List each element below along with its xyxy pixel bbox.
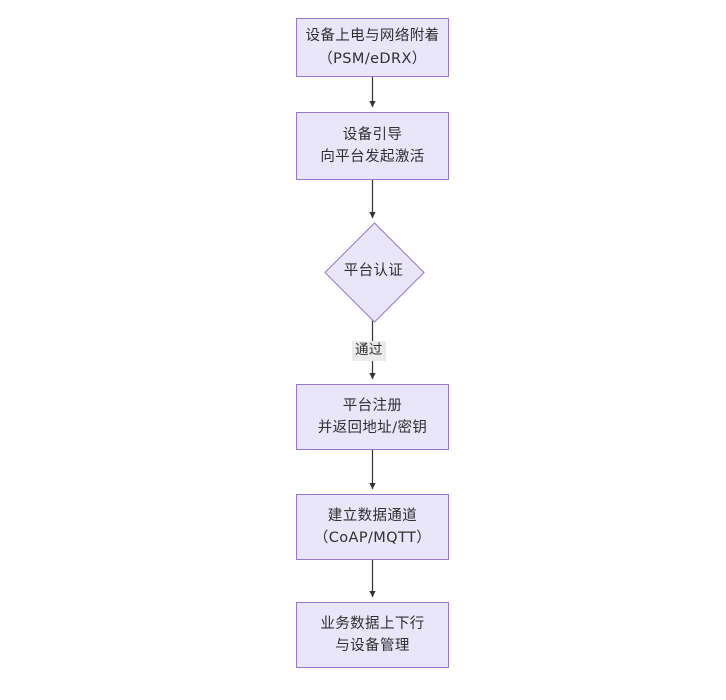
node-establish-data-channel[interactable]: 建立数据通道 （CoAP/MQTT）: [296, 494, 449, 560]
node-label-line2: 并返回地址/密钥: [317, 420, 428, 436]
node-label-line2: 与设备管理: [335, 638, 410, 654]
edge-label-text: 通过: [355, 342, 383, 358]
node-device-bootstrap[interactable]: 设备引导 向平台发起激活: [296, 112, 449, 180]
node-label-line1: 设备上电与网络附着: [305, 28, 440, 45]
node-label-line1: 业务数据上下行: [320, 615, 425, 632]
node-business-data-and-device-management[interactable]: 业务数据上下行 与设备管理: [296, 602, 449, 668]
node-label-line1: 平台认证: [343, 262, 404, 279]
node-label-line2: （PSM/eDRX）: [318, 50, 427, 67]
node-label-line1: 建立数据通道: [327, 507, 418, 524]
node-platform-authentication[interactable]: 平台认证: [324, 221, 425, 323]
node-label-line2: 向平台发起激活: [320, 149, 425, 165]
node-label-line1: 平台注册: [342, 397, 403, 414]
node-label-line1: 设备引导: [342, 126, 403, 143]
node-label-line2: （CoAP/MQTT）: [313, 530, 432, 546]
node-platform-registration[interactable]: 平台注册 并返回地址/密钥: [296, 384, 449, 450]
edge-label-pass: 通过: [352, 341, 386, 361]
node-device-power-on[interactable]: 设备上电与网络附着 （PSM/eDRX）: [296, 18, 449, 77]
